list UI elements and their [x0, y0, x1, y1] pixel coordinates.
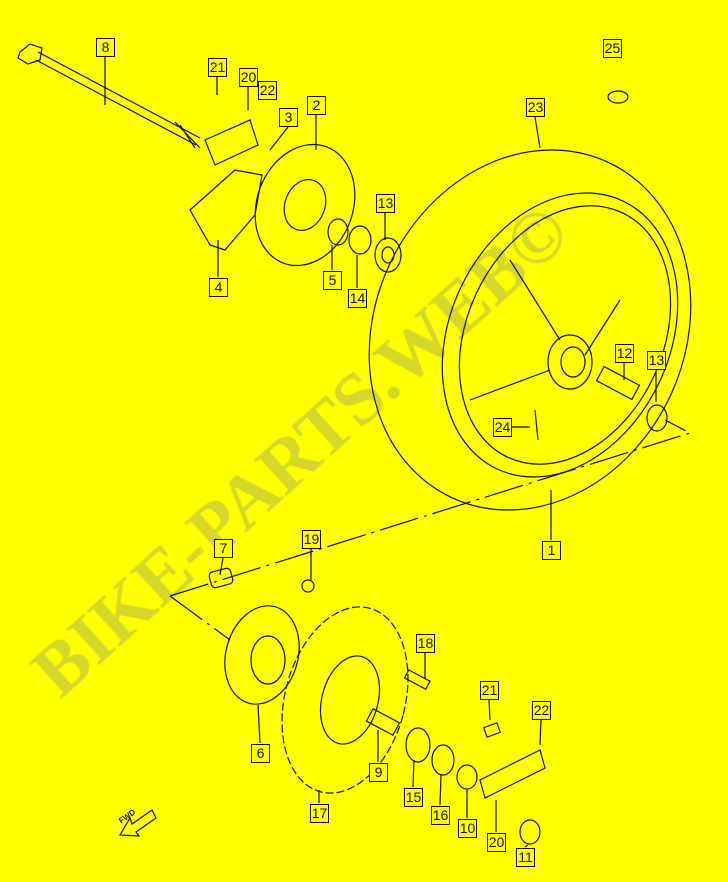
callout-part-11[interactable]: 11 — [516, 848, 535, 867]
bracket — [189, 119, 263, 251]
callout-part-19[interactable]: 19 — [302, 530, 321, 549]
callout-part-9[interactable]: 9 — [369, 763, 388, 782]
callout-part-6[interactable]: 6 — [251, 744, 270, 763]
callout-part-13[interactable]: 13 — [647, 351, 666, 370]
callout-part-23[interactable]: 23 — [526, 98, 545, 117]
axle — [17, 43, 201, 149]
tire — [368, 149, 692, 511]
callout-part-25[interactable]: 25 — [603, 39, 622, 58]
callout-part-14[interactable]: 14 — [348, 289, 367, 308]
callout-part-15[interactable]: 15 — [404, 788, 423, 807]
callout-part-24[interactable]: 24 — [493, 418, 512, 437]
callout-part-20[interactable]: 20 — [487, 833, 506, 852]
callout-part-18[interactable]: 18 — [416, 634, 435, 653]
callout-part-22[interactable]: 22 — [532, 701, 551, 720]
callout-part-21[interactable]: 21 — [480, 681, 499, 700]
callout-part-21[interactable]: 21 — [208, 58, 227, 77]
callout-part-4[interactable]: 4 — [209, 278, 228, 297]
callout-part-20[interactable]: 20 — [239, 68, 258, 87]
callout-part-17[interactable]: 17 — [310, 804, 329, 823]
callout-part-10[interactable]: 10 — [458, 819, 477, 838]
callout-part-5[interactable]: 5 — [323, 271, 342, 290]
brake-disc — [254, 143, 356, 267]
callout-part-1[interactable]: 1 — [542, 541, 561, 560]
callout-part-3[interactable]: 3 — [279, 108, 298, 127]
callout-part-7[interactable]: 7 — [214, 539, 233, 558]
callout-part-8[interactable]: 8 — [96, 38, 115, 57]
callout-part-12[interactable]: 12 — [615, 344, 634, 363]
callout-part-2[interactable]: 2 — [307, 96, 326, 115]
rim — [441, 192, 679, 478]
sprocket — [281, 606, 409, 794]
callout-part-13[interactable]: 13 — [376, 194, 395, 213]
fwd-arrow — [118, 809, 157, 837]
callout-part-22[interactable]: 22 — [258, 81, 277, 100]
sprocket-hub — [224, 605, 300, 705]
callout-part-16[interactable]: 16 — [431, 806, 450, 825]
